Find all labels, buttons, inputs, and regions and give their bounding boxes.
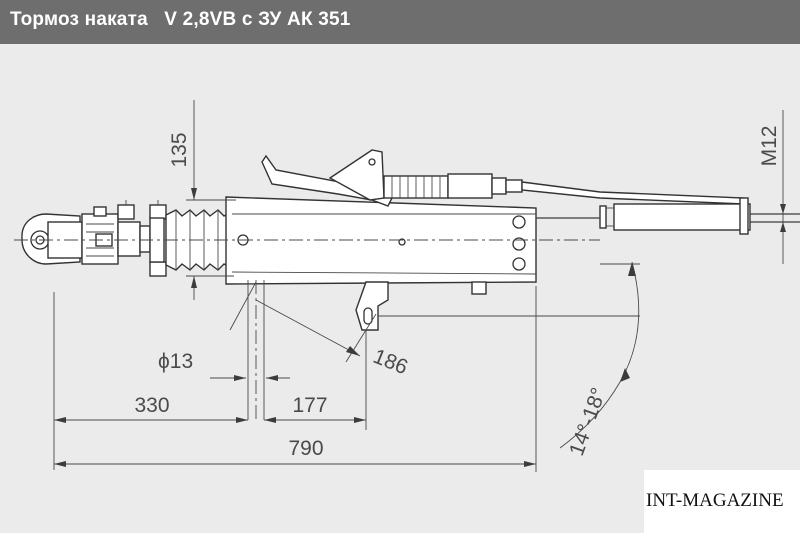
technical-drawing: 135 M12 ϕ13 186 330 177 790 14°-18°: [14, 100, 800, 472]
watermark: INT-MAGAZINE: [644, 470, 800, 533]
dim-angle-14-18: 14°-18°: [565, 385, 611, 459]
flange-bolts: [117, 200, 167, 277]
dim-diameter-13: ϕ13: [158, 350, 193, 373]
title-bar: Тормоз наката V 2,8VB с ЗУ АК 351: [0, 0, 800, 44]
brake-assembly: [21, 149, 800, 331]
dim-186: 186: [370, 345, 411, 379]
page-title: Тормоз наката V 2,8VB с ЗУ АК 351: [10, 9, 351, 30]
brake-cylinder: [536, 197, 800, 235]
spring-assembly: [383, 173, 745, 205]
dimension-lines: [53, 100, 786, 472]
handbrake-lever: [261, 149, 393, 207]
dim-790: 790: [288, 437, 323, 460]
dim-m12: M12: [758, 126, 781, 167]
housing: [225, 196, 537, 295]
watermark-text: INT-MAGAZINE: [646, 490, 784, 511]
dim-177: 177: [292, 394, 327, 417]
lower-bracket: [355, 281, 389, 331]
dim-135: 135: [168, 132, 191, 167]
dim-330: 330: [134, 394, 169, 417]
centerlines: [14, 239, 600, 420]
